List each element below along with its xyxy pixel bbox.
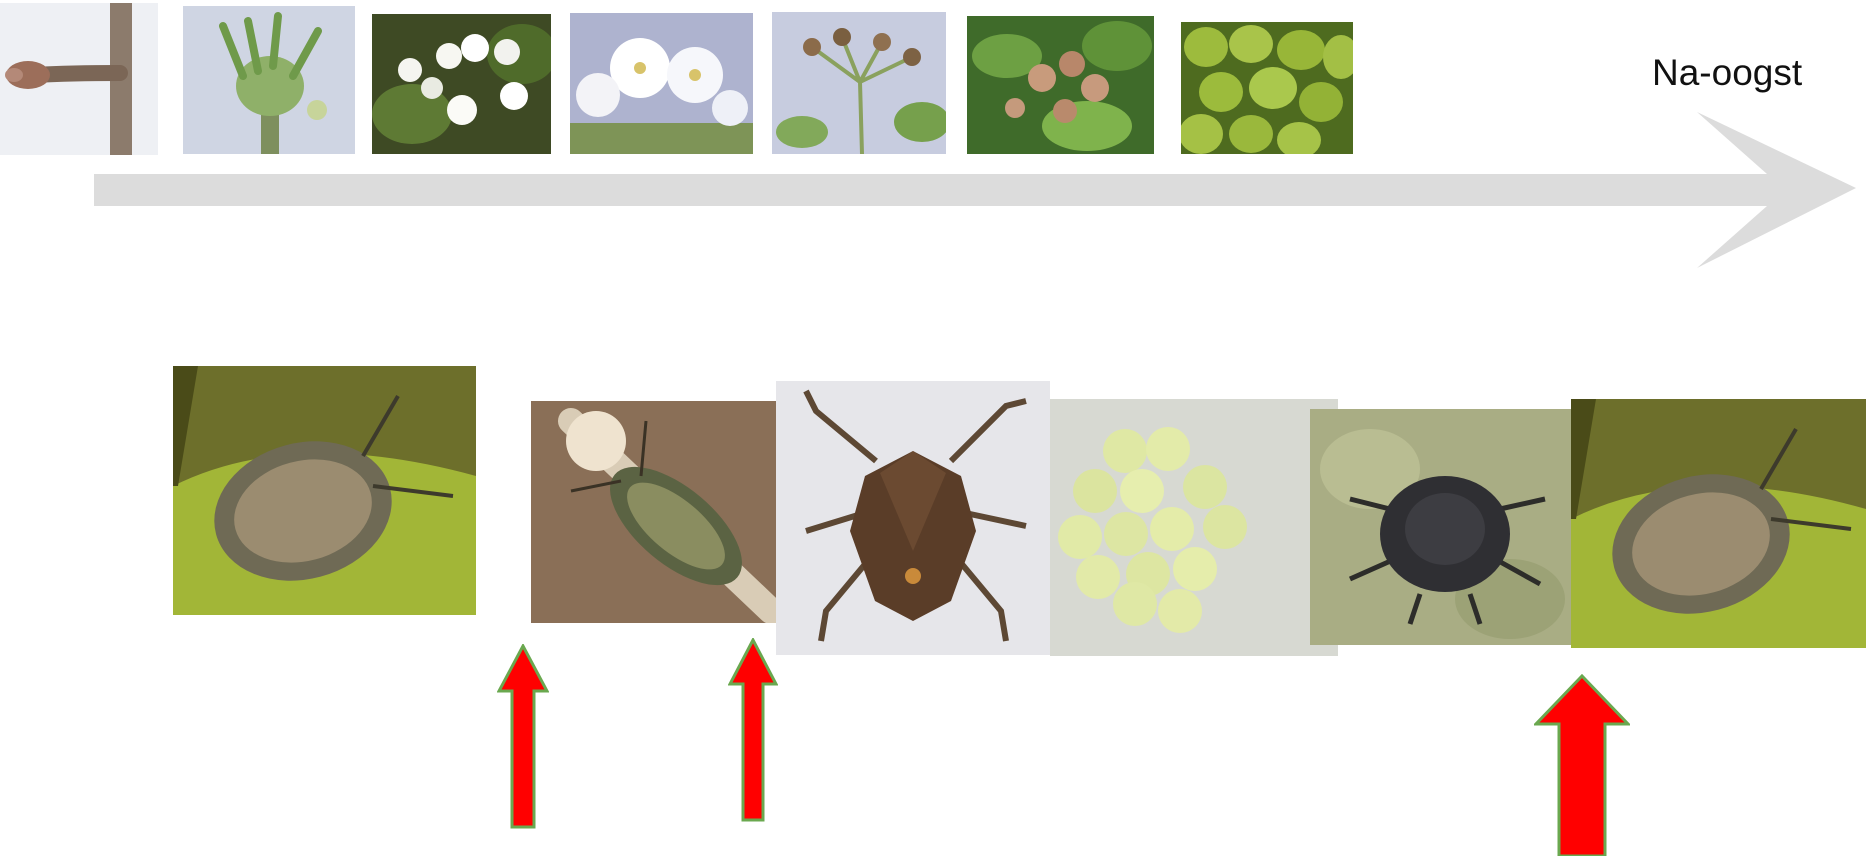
adult-bug-postharvest-photo: [1571, 399, 1866, 648]
red-arrow-2: [728, 638, 778, 822]
adult-bug-dorsal-photo: [776, 381, 1050, 655]
egg-cluster-photo: [1050, 399, 1338, 656]
timeline-arrow: [94, 110, 1856, 270]
adult-bug-on-twig-photo: [531, 401, 793, 623]
adult-bug-overwintering-photo: [173, 366, 476, 615]
red-arrow-3: [1534, 674, 1630, 856]
timeline-end-label: Na-oogst: [1652, 52, 1802, 94]
red-arrow-1: [497, 644, 549, 829]
nymph-photo: [1310, 409, 1573, 645]
